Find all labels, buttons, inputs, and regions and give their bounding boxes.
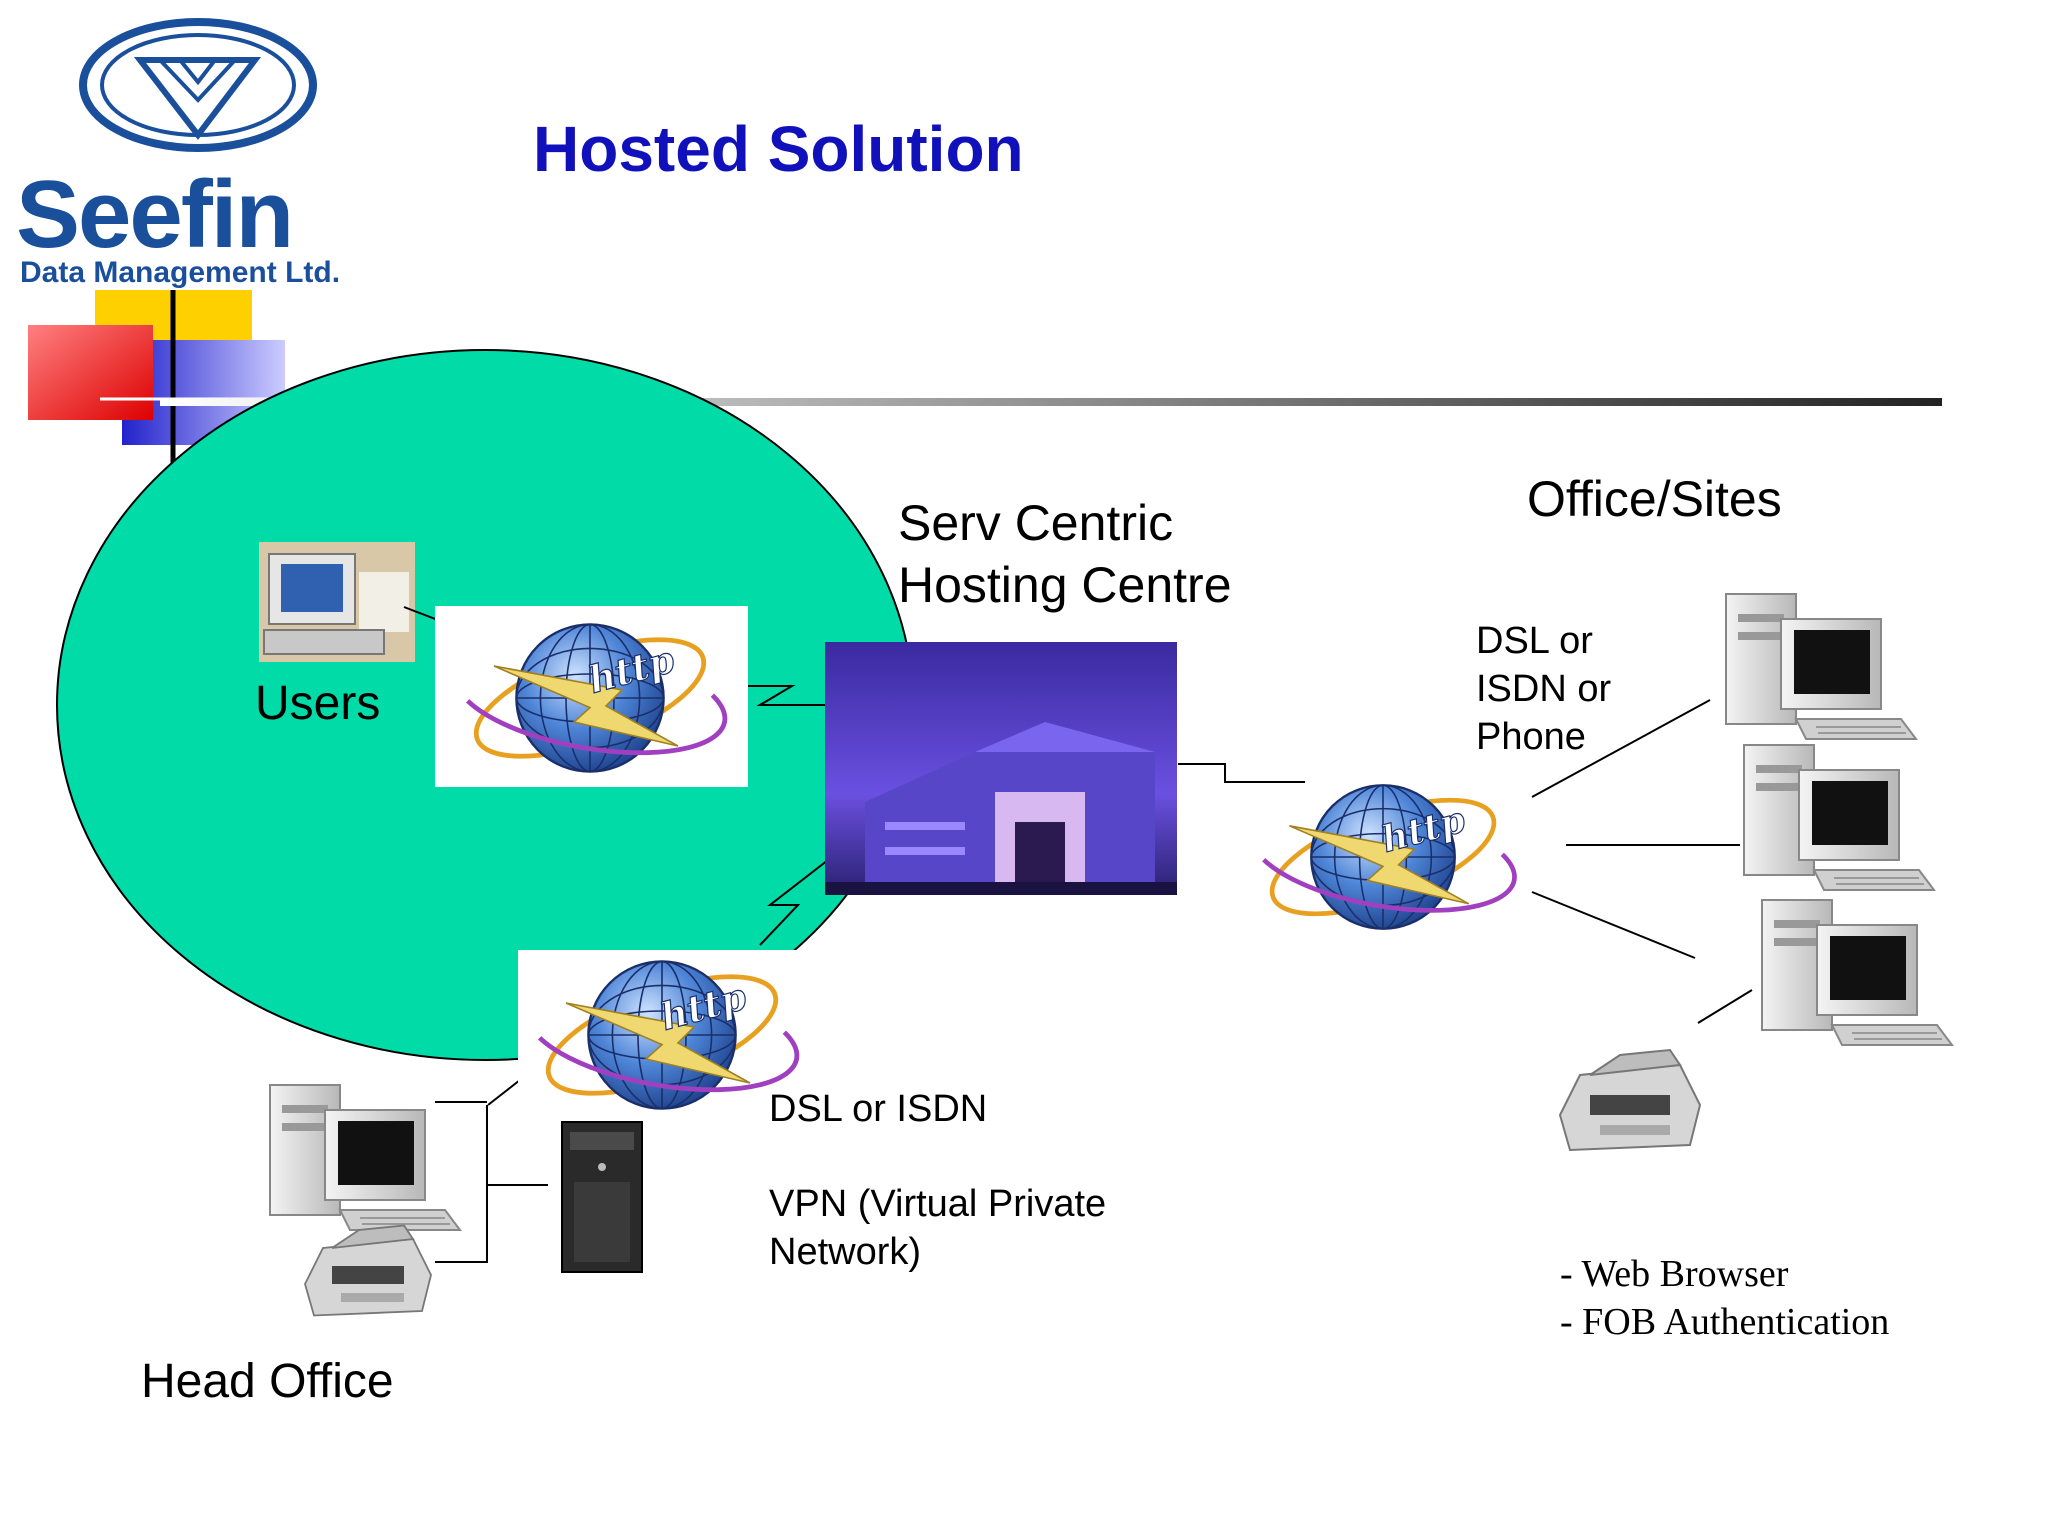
printer-scanner-icon [1559, 1049, 1701, 1151]
connection-type-line1: DSL or [1476, 620, 1593, 662]
users-label: Users [255, 677, 381, 730]
hosting-centre-label-line1: Serv Centric [898, 495, 1174, 551]
user-workstation-icon [259, 542, 415, 662]
logo-name: Seefin [16, 161, 294, 268]
feature-item: - FOB Authentication [1560, 1301, 1890, 1343]
diamond-logo-icon [79, 18, 317, 152]
printer-scanner-icon [304, 1224, 432, 1317]
head-office-connection-label: DSL or ISDN [769, 1088, 988, 1130]
accent-squares [28, 290, 285, 470]
desktop-computer-icon [1743, 744, 1935, 891]
office-sites-label: Office/Sites [1527, 471, 1782, 527]
page-title: Hosted Solution [533, 113, 1024, 185]
globe-http-icon [1258, 777, 1518, 938]
desktop-computer-icon [1761, 899, 1953, 1046]
building-icon [825, 642, 1177, 895]
logo [0, 0, 394, 290]
hosting-centre-label-line2: Hosting Centre [898, 557, 1232, 613]
logo-subtitle: Data Management Ltd. [20, 256, 341, 289]
server-tower-icon [561, 1121, 643, 1273]
connection-lines [403, 606, 1753, 1263]
feature-item: - Web Browser [1560, 1253, 1789, 1295]
connection-type-line2: ISDN or [1476, 668, 1612, 710]
vpn-label-line2: Network) [769, 1231, 922, 1273]
connection-type-line3: Phone [1476, 716, 1586, 758]
header-rule [160, 398, 1942, 406]
vpn-label-line1: VPN (Virtual Private [769, 1183, 1107, 1225]
head-office-label: Head Office [141, 1355, 394, 1408]
desktop-computer-icon [269, 1084, 461, 1231]
desktop-computer-icon [1725, 593, 1917, 740]
